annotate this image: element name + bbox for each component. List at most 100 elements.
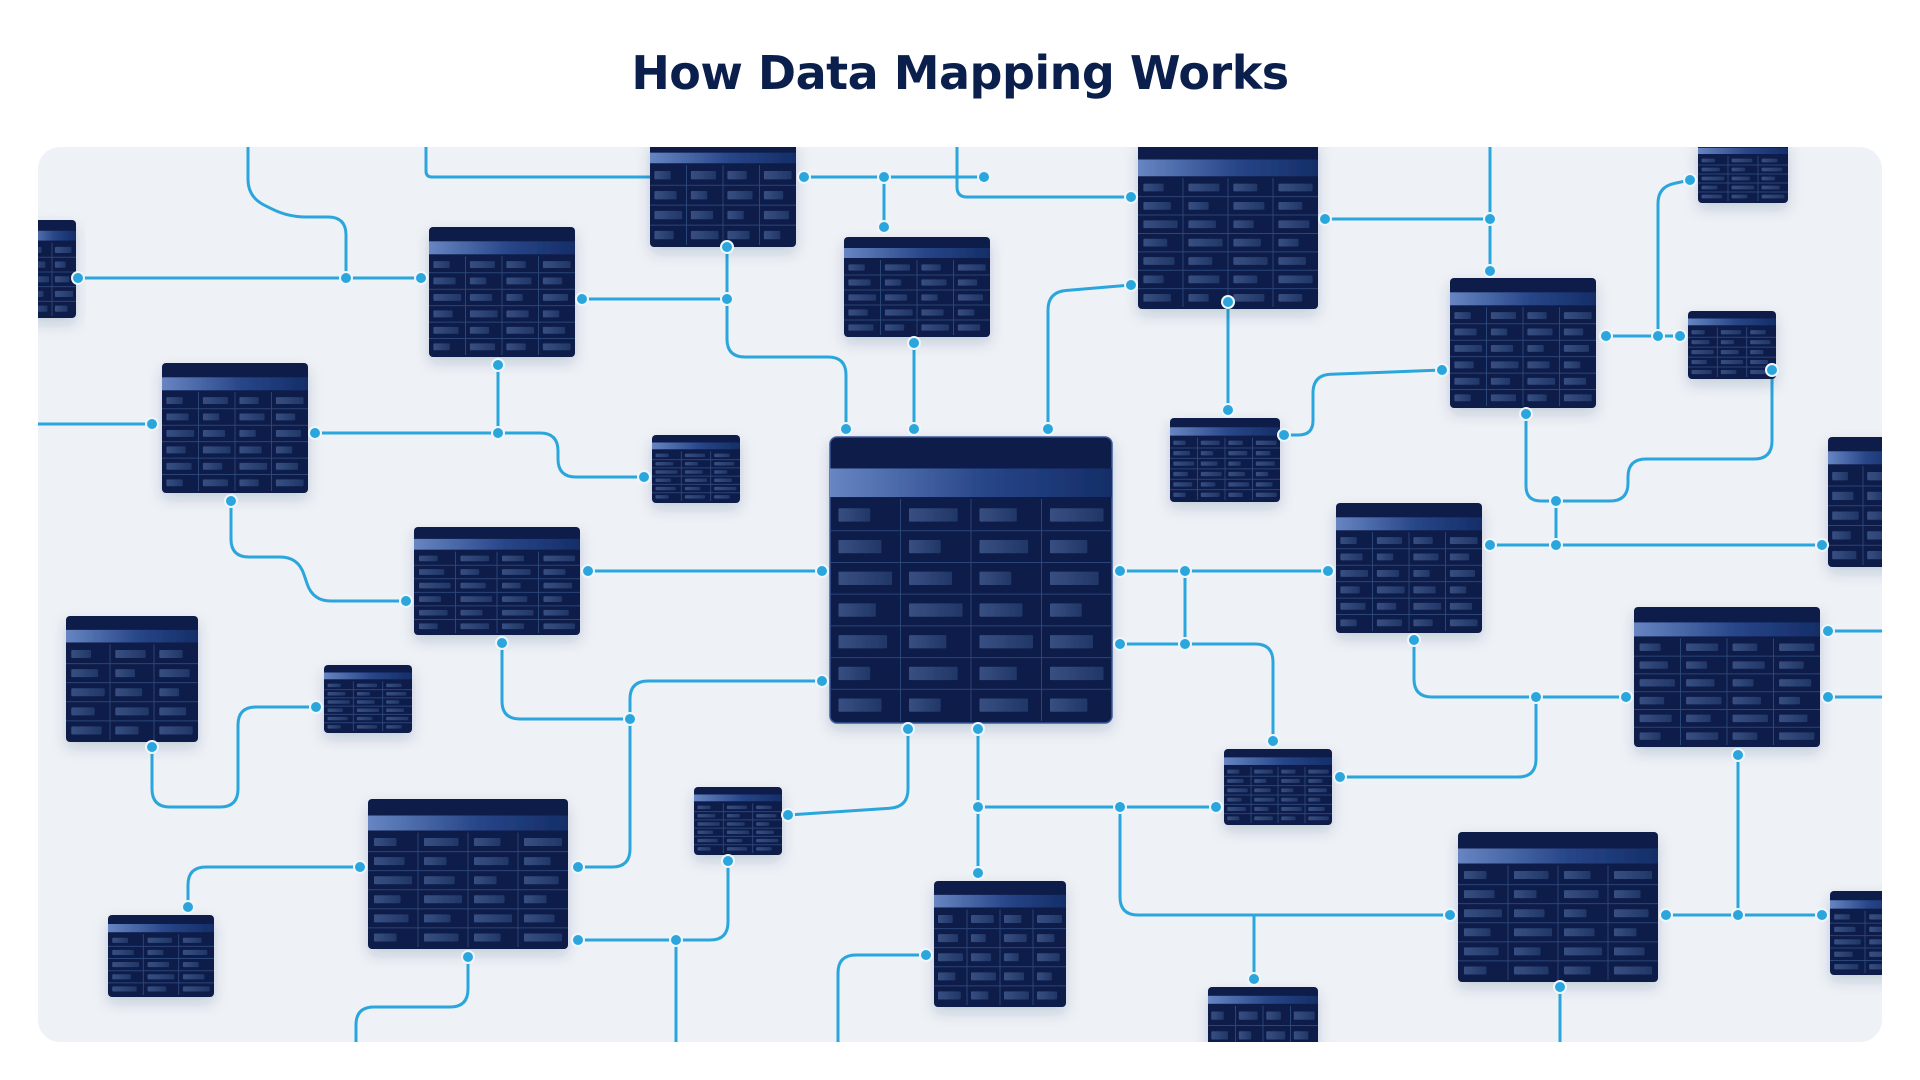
table-cell: [1869, 964, 1882, 970]
table-cell: [374, 838, 397, 847]
table-cell: [356, 708, 380, 713]
table-cell: [506, 343, 526, 351]
table-cell: [239, 429, 256, 437]
table-cell: [1701, 158, 1716, 163]
table-cell: [506, 277, 532, 285]
table-cell: [524, 876, 559, 885]
table-t-bottom-left-large: [368, 799, 568, 949]
table-cell: [697, 838, 718, 843]
table-cell: [54, 305, 68, 312]
table-cell: [979, 698, 1029, 712]
table-cell: [374, 857, 405, 866]
connector-line: [1118, 642, 1275, 743]
connector-node: [575, 292, 589, 306]
table-cell: [1227, 816, 1240, 821]
table-cell: [1143, 220, 1178, 229]
table-t-left-edge-top: [38, 220, 76, 318]
table-cell: [543, 623, 576, 630]
table-cell: [433, 326, 459, 334]
table-cell: [763, 230, 781, 240]
table-cell: [542, 277, 563, 285]
table-cell: [1003, 991, 1030, 1000]
connector-line: [1554, 368, 1774, 503]
table-cell: [1761, 167, 1783, 172]
connector-node: [1041, 422, 1055, 436]
table-cell: [1867, 491, 1882, 501]
table-cell: [1227, 769, 1240, 774]
table-cell: [838, 508, 871, 522]
table-cell: [848, 309, 868, 316]
table-cell: [275, 446, 293, 454]
table-cell: [1254, 807, 1269, 811]
connector-node: [1247, 972, 1261, 986]
table-header-bar: [844, 248, 990, 258]
table-cell: [1281, 788, 1294, 793]
table-cell: [460, 582, 486, 589]
connector-node: [977, 170, 991, 184]
table-cell: [1564, 890, 1599, 899]
table-cell: [543, 609, 569, 616]
table-cell: [970, 934, 986, 943]
table-cell: [1233, 293, 1265, 302]
table-cell: [424, 857, 447, 866]
connector-node: [491, 358, 505, 372]
table-cell: [979, 508, 1017, 522]
connector-node: [1765, 363, 1779, 377]
table-cell: [460, 623, 490, 630]
table-cell: [1732, 643, 1758, 652]
table-cell: [469, 343, 496, 351]
table-cell: [1514, 966, 1549, 975]
table-cell: [501, 569, 531, 575]
connector-node: [815, 674, 829, 688]
connector-node: [581, 564, 595, 578]
table-cell: [908, 603, 963, 617]
table-cell: [1563, 394, 1592, 402]
table-cell: [239, 446, 262, 454]
table-cell: [71, 669, 99, 678]
table-cell: [1701, 176, 1725, 181]
table-cell: [524, 933, 562, 942]
connector-node: [1221, 403, 1235, 417]
table-cell: [1308, 779, 1323, 783]
table-cell: [1254, 779, 1267, 783]
table-cell: [374, 876, 412, 885]
table-cell: [1563, 361, 1581, 369]
table-cell: [112, 949, 134, 956]
table-cell: [1867, 550, 1882, 560]
table-t-small-left-bottom: [324, 665, 412, 733]
table-cell: [54, 261, 66, 268]
table-cell: [884, 279, 902, 286]
table-cell: [1278, 275, 1313, 284]
table-cell: [182, 986, 210, 992]
table-cell: [1233, 275, 1258, 284]
table-cell: [542, 261, 571, 268]
table-cell: [1750, 330, 1766, 335]
connector-line: [836, 953, 928, 1042]
table-cell: [908, 571, 952, 585]
table-cell: [697, 822, 720, 826]
table-cell: [1003, 915, 1022, 924]
table-cell: [884, 309, 913, 316]
table-cell: [1293, 1011, 1315, 1020]
table-cell: [202, 479, 229, 487]
table-cell: [726, 838, 743, 843]
table-cell: [54, 246, 72, 254]
table-cell: [1173, 492, 1186, 497]
table-cell: [1227, 797, 1242, 802]
table-cell: [1188, 220, 1216, 229]
table-cell: [756, 838, 779, 843]
table-t-bottom-center-edge: [1208, 987, 1318, 1042]
table-cell: [38, 290, 44, 298]
table-cell: [1732, 714, 1768, 723]
table-cell: [1686, 696, 1722, 705]
table-cell: [1490, 377, 1511, 385]
table-header-bar: [694, 794, 782, 802]
table-cell: [1514, 928, 1552, 937]
connector-node: [797, 170, 811, 184]
connector-node: [1731, 748, 1745, 762]
table-cell: [921, 264, 941, 271]
table-cell: [763, 171, 792, 180]
connector-node: [491, 426, 505, 440]
table-cell: [838, 539, 882, 554]
table-cell: [159, 726, 193, 735]
